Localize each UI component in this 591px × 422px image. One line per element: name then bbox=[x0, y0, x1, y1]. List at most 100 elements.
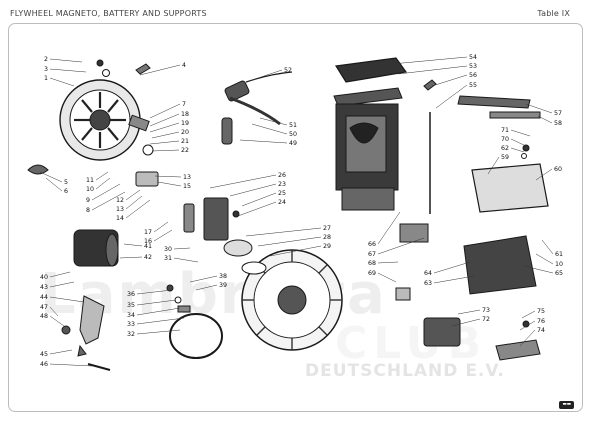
callout-label-46: 46 bbox=[40, 361, 49, 368]
leader-line-46 bbox=[49, 363, 93, 367]
callout-label-13b: 13 bbox=[116, 206, 125, 213]
leader-line-40 bbox=[49, 271, 71, 278]
callout-label-3: 3 bbox=[44, 66, 49, 73]
callout-label-59: 59 bbox=[501, 154, 510, 161]
callout-label-39: 39 bbox=[219, 282, 228, 289]
callout-label-49: 49 bbox=[289, 140, 298, 147]
callout-label-55: 55 bbox=[469, 82, 478, 89]
watermark-region: DEUTSCHLAND E.V. bbox=[305, 361, 505, 381]
callout-label-36: 36 bbox=[127, 291, 136, 298]
leader-line-63 bbox=[433, 275, 475, 284]
callout-label-10: 10 bbox=[86, 186, 95, 193]
leader-line-14 bbox=[125, 199, 151, 219]
leader-line-58 bbox=[537, 115, 553, 124]
leader-line-31 bbox=[173, 257, 199, 263]
callout-label-11: 11 bbox=[86, 177, 95, 184]
leader-line-36 bbox=[136, 289, 173, 295]
leader-line-50 bbox=[251, 123, 288, 135]
callout-label-74: 74 bbox=[537, 327, 546, 334]
callout-label-67: 67 bbox=[368, 251, 377, 258]
leader-line-5 bbox=[39, 171, 63, 183]
callout-label-63: 63 bbox=[424, 280, 433, 287]
callout-label-4: 4 bbox=[182, 62, 187, 69]
callout-label-28: 28 bbox=[323, 234, 332, 241]
leader-line-13b bbox=[125, 195, 143, 210]
leader-line-49 bbox=[239, 139, 288, 144]
leader-line-8 bbox=[91, 191, 126, 211]
battery-part bbox=[333, 87, 403, 211]
callout-label-41: 41 bbox=[144, 243, 153, 250]
callout-label-26: 26 bbox=[278, 172, 287, 179]
callout-label-62: 62 bbox=[501, 145, 510, 152]
leader-line-62 bbox=[510, 147, 525, 153]
callout-label-23: 23 bbox=[278, 181, 287, 188]
callout-label-21: 21 bbox=[181, 138, 190, 145]
diagram-frame bbox=[8, 23, 583, 412]
leader-line-23 bbox=[229, 183, 277, 197]
leader-line-2 bbox=[49, 58, 83, 63]
leader-line-21 bbox=[149, 140, 180, 145]
leader-line-20 bbox=[151, 131, 180, 139]
callout-label-9: 9 bbox=[86, 197, 91, 204]
leader-line-16 bbox=[153, 229, 173, 242]
leader-line-61 bbox=[541, 239, 554, 255]
leader-line-12 bbox=[125, 189, 141, 201]
callout-label-71: 71 bbox=[501, 127, 510, 134]
callout-label-33: 33 bbox=[127, 321, 136, 328]
leader-line-4 bbox=[139, 64, 181, 76]
callout-label-54: 54 bbox=[469, 54, 478, 61]
leader-line-66 bbox=[377, 211, 401, 245]
callout-label-50: 50 bbox=[289, 131, 298, 138]
leader-line-76 bbox=[519, 320, 536, 331]
leader-line-28 bbox=[257, 236, 322, 247]
callout-label-76: 76 bbox=[537, 318, 546, 325]
leader-line-10 bbox=[95, 177, 111, 190]
leader-line-6 bbox=[45, 177, 63, 192]
leader-line-57 bbox=[525, 103, 553, 114]
leader-line-10b bbox=[535, 253, 554, 265]
leader-line-33 bbox=[136, 317, 185, 325]
callout-label-68: 68 bbox=[368, 260, 377, 267]
callout-label-17: 17 bbox=[144, 229, 153, 236]
callout-label-22: 22 bbox=[181, 147, 190, 154]
callout-label-64: 64 bbox=[424, 270, 433, 277]
callout-label-8: 8 bbox=[86, 207, 91, 214]
callout-label-35: 35 bbox=[127, 302, 136, 309]
leader-line-11 bbox=[95, 171, 109, 181]
leader-line-52 bbox=[245, 69, 283, 83]
callout-label-12: 12 bbox=[116, 197, 125, 204]
callout-label-66: 66 bbox=[368, 241, 377, 248]
callout-label-48: 48 bbox=[40, 313, 49, 320]
leader-line-41 bbox=[123, 243, 143, 247]
leader-line-26 bbox=[209, 174, 277, 189]
leader-line-67 bbox=[377, 237, 425, 255]
callout-label-18: 18 bbox=[181, 111, 190, 118]
leader-line-70 bbox=[510, 138, 527, 147]
leader-line-9 bbox=[91, 183, 121, 201]
leader-line-53 bbox=[397, 65, 468, 75]
callout-label-20: 20 bbox=[181, 129, 190, 136]
leader-line-59 bbox=[487, 156, 500, 175]
leader-line-18 bbox=[149, 113, 180, 127]
stator-plate-part bbox=[59, 79, 141, 161]
callout-label-53: 53 bbox=[469, 63, 478, 70]
leader-line-71 bbox=[510, 129, 531, 137]
leader-line-24 bbox=[237, 201, 277, 217]
callout-label-29: 29 bbox=[323, 243, 332, 250]
callout-label-44: 44 bbox=[40, 294, 49, 301]
callout-label-70: 70 bbox=[501, 136, 510, 143]
flywheel-part bbox=[241, 249, 343, 351]
leader-line-73 bbox=[457, 309, 481, 315]
leader-line-32 bbox=[136, 329, 181, 335]
callout-label-75: 75 bbox=[537, 308, 546, 315]
leader-line-45 bbox=[49, 349, 73, 355]
callout-label-1: 1 bbox=[44, 75, 49, 82]
callout-label-42: 42 bbox=[144, 254, 153, 261]
callout-label-57: 57 bbox=[554, 110, 563, 117]
callout-label-61: 61 bbox=[555, 251, 564, 258]
callout-label-5: 5 bbox=[64, 179, 69, 186]
leader-line-19 bbox=[149, 122, 180, 133]
callout-label-43: 43 bbox=[40, 284, 49, 291]
leader-line-54 bbox=[391, 56, 468, 65]
